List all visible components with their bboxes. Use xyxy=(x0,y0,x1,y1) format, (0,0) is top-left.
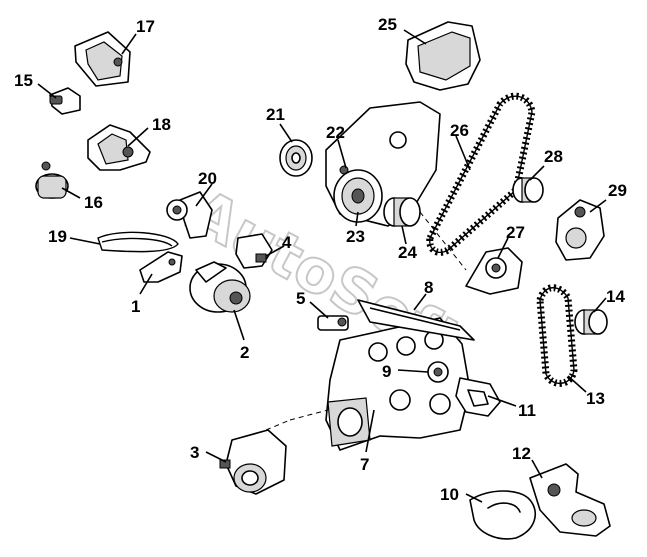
part-29-water-pump xyxy=(555,199,605,261)
callout-18: 18 xyxy=(152,115,171,134)
callout-12: 12 xyxy=(512,444,531,463)
callout-13: 13 xyxy=(586,389,605,408)
part-9-valve xyxy=(427,361,449,383)
callout-3: 3 xyxy=(190,443,199,462)
callout-8: 8 xyxy=(424,278,433,297)
callout-11: 11 xyxy=(518,401,536,420)
part-10-pipe xyxy=(469,490,537,540)
part-21-pulley xyxy=(279,139,313,177)
callout-23: 23 xyxy=(346,227,365,246)
callout-9: 9 xyxy=(382,362,391,381)
callout-5: 5 xyxy=(296,289,305,308)
part-5-connector xyxy=(317,315,349,331)
callout-29: 29 xyxy=(608,181,627,200)
callout-1: 1 xyxy=(131,297,140,316)
part-15-small-bracket xyxy=(49,87,81,115)
part-19-aux-belt xyxy=(97,231,179,253)
part-27-seal-housing xyxy=(465,247,523,295)
assembly-lines xyxy=(265,211,467,431)
callout-2: 2 xyxy=(240,343,249,362)
callout-15: 15 xyxy=(14,71,33,90)
part-14-pulley xyxy=(574,309,608,335)
part-20-tensioner xyxy=(166,191,213,239)
part-12-thermostat-housing xyxy=(529,463,611,537)
callout-27: 27 xyxy=(506,223,525,242)
callout-25: 25 xyxy=(378,15,397,34)
part-2-alternator xyxy=(189,261,251,313)
callout-22: 22 xyxy=(326,123,345,142)
callout-16: 16 xyxy=(84,193,103,212)
part-7-main-housing xyxy=(325,317,471,451)
part-8-gasket xyxy=(357,299,475,341)
callout-10: 10 xyxy=(440,485,459,504)
part-26-timing-belt xyxy=(426,92,536,256)
part-24-roller xyxy=(383,197,421,227)
part-18-mount-bracket xyxy=(87,124,151,171)
callout-labels: 1 2 3 4 5 7 8 9 10 11 12 13 14 15 16 17 … xyxy=(14,15,627,504)
part-4-sensor xyxy=(235,233,273,269)
callout-4: 4 xyxy=(282,233,292,252)
callout-7: 7 xyxy=(360,455,369,474)
callout-14: 14 xyxy=(606,287,625,306)
part-3-pump xyxy=(219,429,287,495)
callout-19: 19 xyxy=(48,227,67,246)
part-13-small-belt xyxy=(536,284,578,387)
callout-17: 17 xyxy=(136,17,155,36)
part-28-idler xyxy=(512,177,544,203)
part-25-upper-cover xyxy=(405,21,481,91)
callout-24: 24 xyxy=(398,243,417,262)
part-23-crank-pulley xyxy=(333,169,383,223)
part-16-engine-mount xyxy=(35,161,69,199)
part-11-gasket xyxy=(455,377,501,417)
leader-lines xyxy=(37,29,607,503)
part-1-bracket xyxy=(139,251,183,283)
callout-26: 26 xyxy=(450,121,469,140)
callout-28: 28 xyxy=(544,147,563,166)
callout-21: 21 xyxy=(266,105,285,124)
callout-20: 20 xyxy=(198,169,217,188)
part-17-bracket xyxy=(74,31,131,87)
